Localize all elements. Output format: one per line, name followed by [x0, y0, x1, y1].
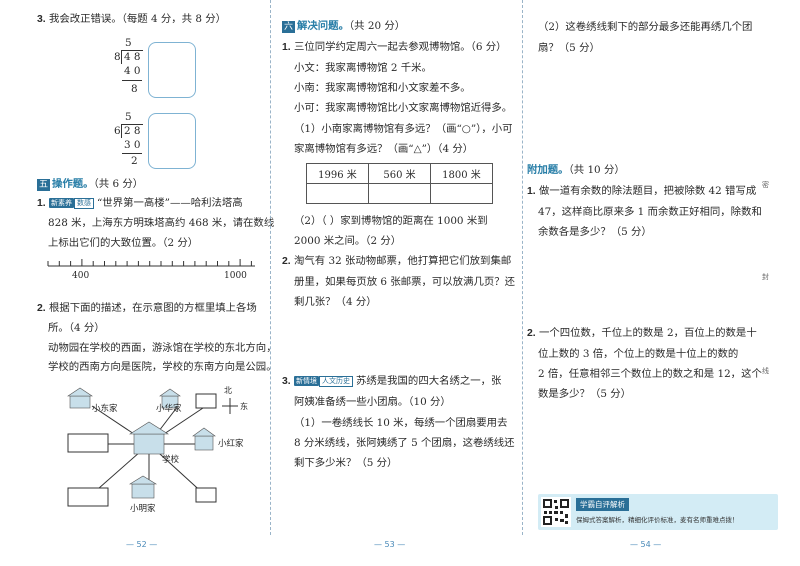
page-54: （2）这卷绣线剩下的部分最多还能再绣几个团 扇？（5 分） 附加题。（共 10 …	[522, 0, 800, 566]
distance-table: 1996 米 560 米 1800 米	[306, 163, 493, 204]
map-box-west	[67, 433, 109, 453]
question-3: 3. 我会改正错误。（每题 4 分，共 8 分）	[37, 13, 227, 25]
qr-code-icon[interactable]	[541, 497, 571, 527]
extra-heading: 附加题。（共 10 分）	[527, 164, 625, 176]
table-cell: 1996 米	[306, 163, 369, 184]
correction-box-1[interactable]	[148, 42, 196, 98]
extra-q1: 1. 做一道有余数的除法题目，把被除数 42 错写成	[527, 185, 757, 197]
page-number: — 53 —	[374, 540, 406, 549]
map-box-southeast	[195, 487, 217, 503]
self-check-text: 保姆式答案解析，精细化评价标准，麦有名师重难点拨！	[576, 516, 739, 524]
answer-cell[interactable]	[430, 183, 493, 204]
compass-north: 北	[224, 386, 232, 395]
table-cell: 1800 米	[430, 163, 493, 184]
place-xiaodong: 小东家	[92, 404, 118, 414]
compass-east: 东	[240, 402, 248, 411]
page-number: — 54 —	[630, 540, 662, 549]
seal-char: 封	[762, 273, 769, 281]
map-diagram	[67, 387, 238, 507]
self-check-banner: 学霸自评解析 保姆式答案解析，精细化评价标准，麦有名师重难点拨！	[538, 494, 778, 530]
extra-q2: 2. 一个四位数，千位上的数是 2，百位上的数是十	[527, 327, 757, 339]
page-52: 3. 我会改正错误。（每题 4 分，共 8 分） 5 8 4 8 4 0 8 5…	[37, 13, 277, 549]
table-cell: 560 米	[368, 163, 431, 184]
solve-q3: 3. 新情境人文历史苏绣是我国的四大名绣之一，张	[282, 375, 502, 387]
correction-box-2[interactable]	[148, 113, 196, 169]
map-box-southwest	[67, 487, 109, 507]
operation-q1: 1. 新素养数感“世界第一高楼”——哈利法塔高	[37, 197, 243, 209]
place-xiaoming: 小明家	[130, 504, 156, 514]
solve-q1: 1. 三位同学约定周六一起去参观博物馆。（6 分）	[282, 41, 507, 53]
seal-char: 线	[762, 367, 769, 375]
section-6-heading: 六解决问题。（共 20 分）	[282, 20, 406, 33]
number-line[interactable]	[40, 256, 260, 286]
answer-cell[interactable]	[306, 183, 369, 204]
column-divider	[270, 0, 271, 535]
solve-q2: 2. 淘气有 32 张动物邮票，他打算把它们放到集邮	[282, 255, 512, 267]
map-box-northeast	[195, 393, 217, 409]
page-number: — 52 —	[126, 540, 158, 549]
section-5-heading: 五操作题。（共 6 分）	[37, 178, 144, 191]
column-divider	[522, 0, 523, 535]
axis-label-400: 400	[72, 271, 90, 281]
axis-label-1000: 1000	[224, 271, 247, 281]
page-53: 六解决问题。（共 20 分） 1. 三位同学约定周六一起去参观博物馆。（6 分）…	[282, 20, 516, 549]
place-xiaohong: 小红家	[218, 439, 244, 449]
answer-cell[interactable]	[368, 183, 431, 204]
self-check-label: 学霸自评解析	[576, 498, 629, 511]
seal-char: 密	[762, 181, 769, 189]
place-school: 学校	[162, 455, 180, 465]
place-xiaohua: 小华家	[156, 404, 182, 414]
operation-q2: 2. 根据下面的描述，在示意图的方框里填上各场	[37, 302, 257, 314]
